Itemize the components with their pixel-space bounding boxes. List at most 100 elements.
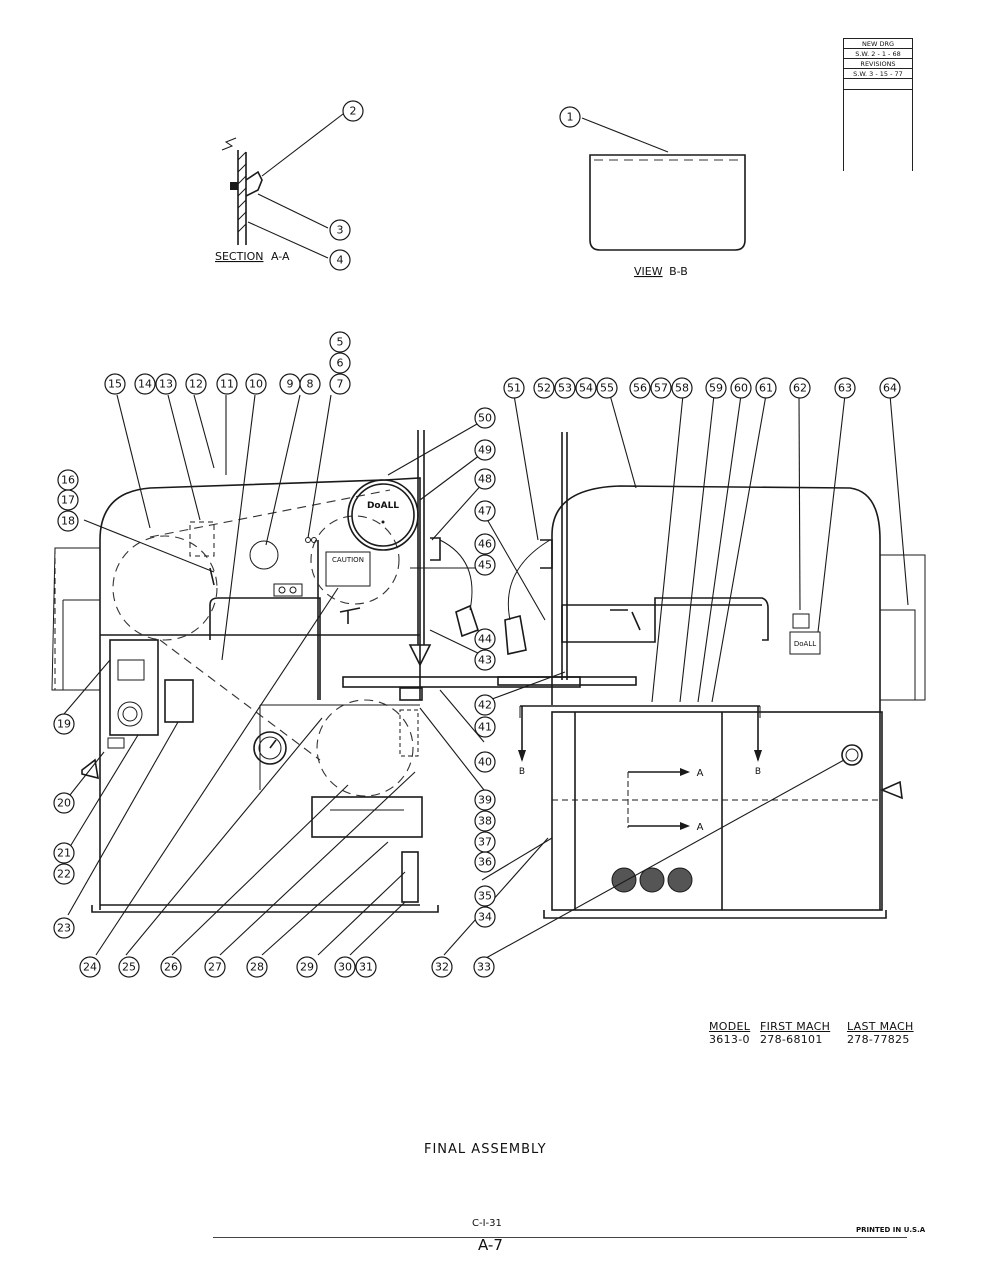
- callout-31: 31: [359, 961, 373, 974]
- callout-26: 26: [164, 961, 178, 974]
- leader-lines: [63, 394, 909, 959]
- callout-3: 3: [337, 224, 344, 237]
- callout-25: 25: [122, 961, 136, 974]
- right-machine-side: DoALL A A B B: [497, 432, 926, 919]
- callout-1: 1: [567, 111, 574, 124]
- callout-24: 24: [83, 961, 97, 974]
- section-marker-a-lower: A: [697, 822, 704, 833]
- callout-37: 37: [478, 836, 492, 849]
- callout-52: 52: [537, 382, 551, 395]
- first-mach-value: 278-68101: [760, 1033, 823, 1046]
- callout-21: 21: [57, 847, 71, 860]
- callout-49: 49: [478, 444, 492, 457]
- left-machine-front: DoALL CAUTION: [51, 430, 581, 913]
- callout-61: 61: [759, 382, 773, 395]
- callout-23: 23: [57, 922, 71, 935]
- last-mach-header: LAST MACH: [847, 1020, 914, 1033]
- callout-54: 54: [579, 382, 593, 395]
- printed-note: PRINTED IN U.S.A: [856, 1226, 926, 1234]
- callout-28: 28: [250, 961, 264, 974]
- callout-41: 41: [478, 721, 492, 734]
- callout-43: 43: [478, 654, 492, 667]
- callout-18: 18: [61, 515, 75, 528]
- brand-label-upper: DoALL: [367, 501, 399, 511]
- view-code: B-B: [669, 265, 688, 278]
- callout-17: 17: [61, 494, 75, 507]
- leader-3: [257, 193, 329, 229]
- revision-row: S.W. 3 - 15 - 77: [844, 68, 912, 79]
- callout-29: 29: [300, 961, 314, 974]
- callout-64: 64: [883, 382, 897, 395]
- callout-50: 50: [478, 412, 492, 425]
- callout-30: 30: [338, 961, 352, 974]
- view-b-b-detail: [589, 154, 746, 251]
- callout-14: 14: [138, 378, 152, 391]
- drawing-title: FINAL ASSEMBLY: [424, 1142, 547, 1157]
- callout-7: 7: [337, 378, 344, 391]
- section-marker-b-right: B: [755, 767, 761, 777]
- callout-11: 11: [220, 378, 234, 391]
- revision-block: NEW DRG S.W. 2 - 1 - 68 REVISIONS S.W. 3…: [843, 38, 913, 171]
- callout-58: 58: [675, 382, 689, 395]
- leader-2: [261, 113, 344, 177]
- section-label-text: SECTION: [215, 250, 263, 263]
- callout-12: 12: [189, 378, 203, 391]
- revision-row-blank: [844, 78, 912, 90]
- callout-33: 33: [477, 961, 491, 974]
- callout-4: 4: [337, 254, 344, 267]
- callout-10: 10: [249, 378, 263, 391]
- callout-19: 19: [57, 718, 71, 731]
- callout-46: 46: [478, 538, 492, 551]
- callout-8: 8: [307, 378, 314, 391]
- callout-48: 48: [478, 473, 492, 486]
- section-code: A-A: [271, 250, 290, 263]
- callout-5: 5: [337, 336, 344, 349]
- callout-39: 39: [478, 794, 492, 807]
- leader-4: [247, 221, 329, 259]
- callout-40: 40: [478, 756, 492, 769]
- callout-42: 42: [478, 699, 492, 712]
- first-mach-header: FIRST MACH: [760, 1020, 831, 1033]
- view-label-text: VIEW: [634, 265, 663, 278]
- callout-20: 20: [57, 797, 71, 810]
- caution-label: CAUTION: [332, 556, 364, 564]
- model-header: MODEL: [709, 1020, 751, 1033]
- callout-59: 59: [709, 382, 723, 395]
- view-label: VIEW B-B: [634, 265, 688, 278]
- callout-47: 47: [478, 505, 492, 518]
- brand-label-side: DoALL: [794, 640, 816, 648]
- drawing-number: C-I-31: [472, 1218, 502, 1229]
- callout-57: 57: [654, 382, 668, 395]
- callout-34: 34: [478, 911, 492, 924]
- section-a-a-detail: [221, 137, 263, 245]
- callout-15: 15: [108, 378, 122, 391]
- callout-6: 6: [337, 357, 344, 370]
- callout-16: 16: [61, 474, 75, 487]
- leader-1: [581, 117, 669, 153]
- callout-13: 13: [159, 378, 173, 391]
- last-mach-value: 278-77825: [847, 1033, 910, 1046]
- callout-bubbles: 1 2 3 4 5 6 7 8 9 10 11 12 13 14 15 16 1…: [53, 100, 901, 978]
- callout-45: 45: [478, 559, 492, 572]
- callout-9: 9: [287, 378, 294, 391]
- revision-row: REVISIONS: [844, 58, 912, 69]
- section-marker-a-upper: A: [697, 768, 704, 779]
- callout-62: 62: [793, 382, 807, 395]
- callout-51: 51: [507, 382, 521, 395]
- callout-55: 55: [600, 382, 614, 395]
- footer-rule: [213, 1237, 907, 1238]
- callout-22: 22: [57, 868, 71, 881]
- callout-36: 36: [478, 856, 492, 869]
- callout-35: 35: [478, 890, 492, 903]
- revision-row: S.W. 2 - 1 - 68: [844, 48, 912, 59]
- callout-63: 63: [838, 382, 852, 395]
- page-number: A-7: [478, 1236, 503, 1254]
- revision-row: NEW DRG: [844, 39, 912, 49]
- section-label: SECTION A-A: [215, 250, 290, 263]
- callout-53: 53: [558, 382, 572, 395]
- callout-27: 27: [208, 961, 222, 974]
- model-value: 3613-0: [709, 1033, 750, 1046]
- callout-60: 60: [734, 382, 748, 395]
- callout-44: 44: [478, 633, 492, 646]
